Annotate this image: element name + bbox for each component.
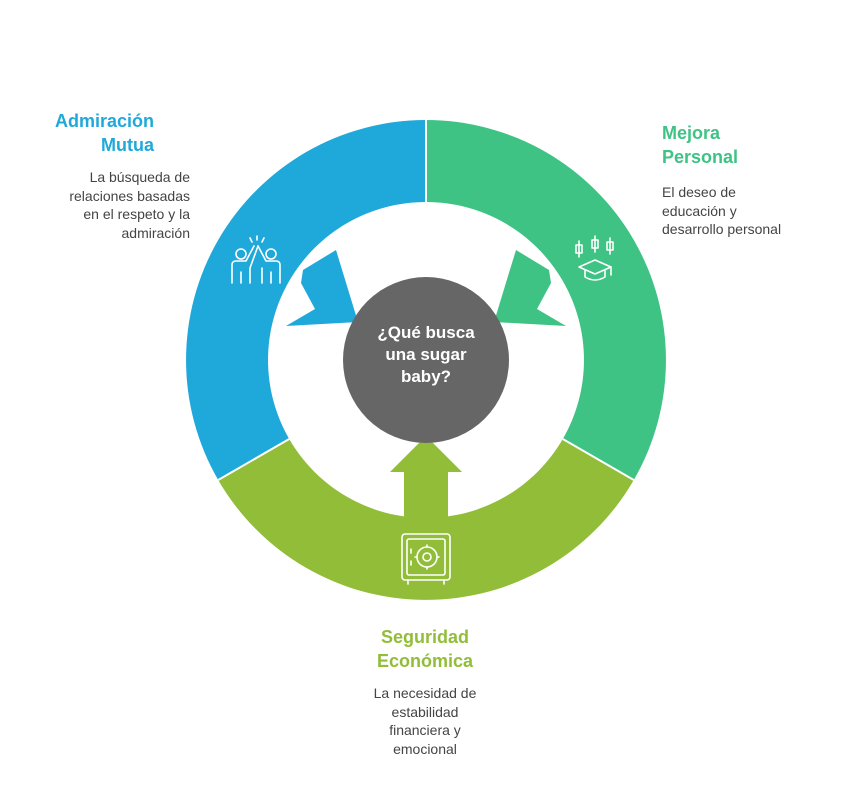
mejora-description: El deseo de educación y desarrollo perso… (662, 183, 832, 239)
center-circle (343, 277, 509, 443)
seguridad-desc-line: financiera y (389, 722, 461, 738)
admiracion-title: Admiración Mutua (20, 109, 154, 157)
separator-line (562, 438, 635, 481)
seguridad-description: La necesidad de estabilidad financiera y… (335, 684, 515, 758)
mejora-desc-line: desarrollo personal (662, 221, 782, 237)
mejora-title-line: Mejora (662, 123, 721, 143)
arrow-admiracion (286, 250, 358, 326)
center-question-line: baby? (400, 367, 452, 386)
center-question-line: una sugar (385, 345, 467, 364)
center-question-line: ¿Qué busca (377, 323, 475, 342)
segment-admiracion-mutua (186, 120, 426, 480)
mejora-desc-line: educación y (662, 202, 737, 219)
admiracion-description: La búsqueda de relaciones basadas en el … (30, 168, 190, 242)
arrow-mejora (494, 250, 566, 326)
admiracion-title-line: Mutua (101, 135, 154, 155)
mejora-title-line: Personal (662, 147, 739, 167)
mejora-title: Mejora Personal (662, 121, 822, 169)
admiracion-desc-line: relaciones basadas (69, 187, 190, 204)
segment-mejora-personal (426, 120, 666, 480)
seguridad-desc-line: emocional (393, 740, 457, 757)
mejora-desc-line: El deseo de (662, 184, 736, 200)
seguridad-title-line: Económica (376, 651, 474, 671)
seguridad-desc-line: estabilidad (391, 703, 459, 720)
seguridad-desc-line: La necesidad de (373, 685, 477, 701)
arrow-seguridad (390, 436, 462, 520)
admiracion-desc-line: en el respeto y la (83, 206, 190, 222)
seguridad-title: Seguridad Económica (325, 625, 525, 673)
high-five-icon (231, 235, 281, 284)
admiracion-desc-line: admiración (121, 224, 190, 241)
seguridad-title-line: Seguridad (380, 627, 469, 647)
admiracion-desc-line: La búsqueda de (89, 169, 190, 185)
separator-line (217, 438, 290, 481)
graduation-cap-icon (575, 235, 614, 281)
admiracion-title-line: Admiración (54, 111, 154, 131)
safe-icon (401, 533, 451, 585)
center-question: ¿Qué busca una sugar baby? (346, 322, 506, 388)
